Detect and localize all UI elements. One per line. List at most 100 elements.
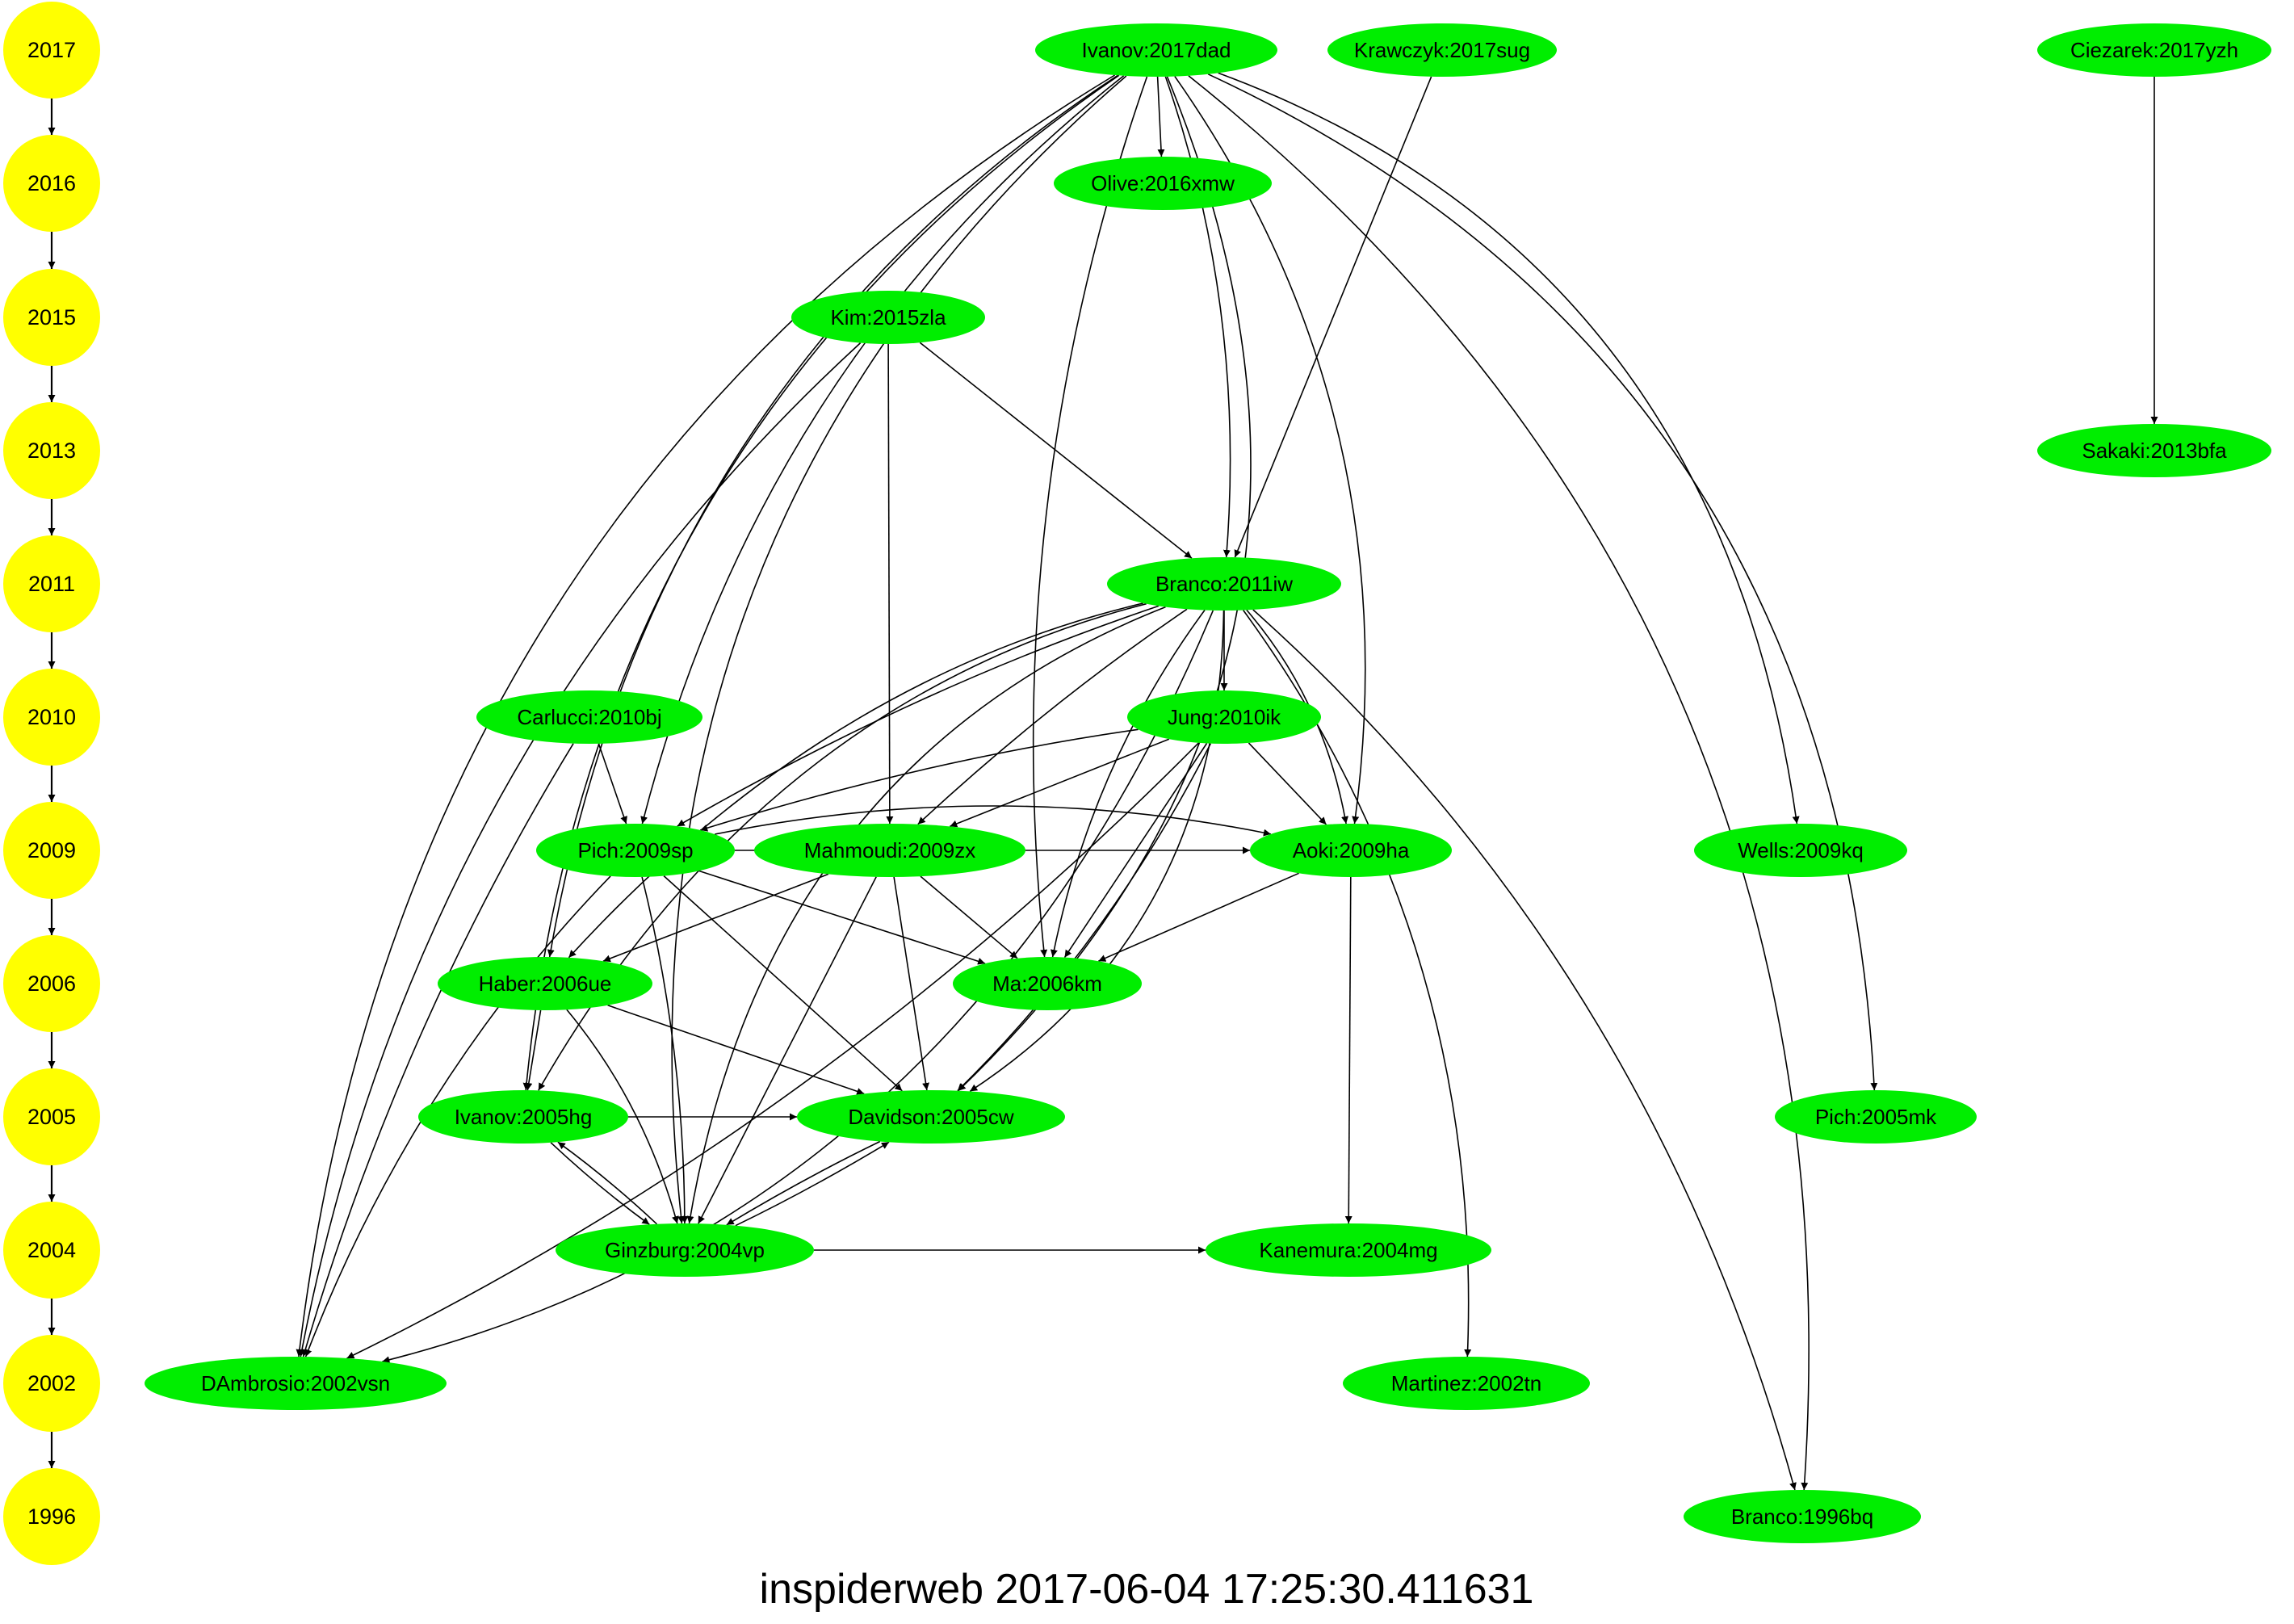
paper-label: Branco:1996bq bbox=[1731, 1504, 1873, 1529]
year-label: 2010 bbox=[27, 705, 76, 729]
citation-edge bbox=[893, 876, 929, 1091]
paper-node-olive2016: Olive:2016xmw bbox=[1054, 157, 1272, 210]
year-label: 2004 bbox=[27, 1238, 76, 1262]
paper-ellipse bbox=[1206, 1223, 1491, 1277]
year-label: 2006 bbox=[27, 971, 76, 996]
paper-node-krawczyk2017: Krawczyk:2017sug bbox=[1327, 23, 1557, 77]
paper-label: Pich:2009sp bbox=[577, 838, 693, 862]
year-circle bbox=[3, 669, 100, 766]
year-node-2013: 2013 bbox=[3, 402, 100, 499]
citation-edge bbox=[304, 875, 611, 1358]
citation-edge bbox=[698, 876, 877, 1224]
paper-ellipse bbox=[1035, 23, 1277, 77]
paper-label: DAmbrosio:2002vsn bbox=[201, 1371, 390, 1395]
year-node-2009: 2009 bbox=[3, 802, 100, 899]
paper-ellipse bbox=[791, 291, 985, 344]
citation-edge bbox=[346, 742, 1200, 1359]
paper-ellipse bbox=[1327, 23, 1557, 77]
year-label: 2005 bbox=[27, 1105, 76, 1129]
year-circle bbox=[3, 1068, 100, 1165]
year-node-2010: 2010 bbox=[3, 669, 100, 766]
citation-edge bbox=[886, 343, 894, 825]
paper-ellipse bbox=[2037, 23, 2271, 77]
paper-node-martinez2002: Martinez:2002tn bbox=[1343, 1357, 1590, 1410]
paper-label: Martinez:2002tn bbox=[1391, 1371, 1541, 1395]
citation-edge bbox=[957, 743, 1212, 1092]
paper-ellipse bbox=[438, 957, 652, 1010]
year-label: 2009 bbox=[27, 838, 76, 862]
year-circle bbox=[3, 269, 100, 366]
citation-edge bbox=[607, 1005, 865, 1095]
citation-edge bbox=[525, 1009, 542, 1091]
paper-node-ciezarek2017: Ciezarek:2017yzh bbox=[2037, 23, 2271, 77]
paper-node-branco1996: Branco:1996bq bbox=[1684, 1490, 1921, 1543]
paper-ellipse bbox=[1694, 824, 1907, 877]
citation-edge bbox=[677, 605, 1160, 827]
citation-edge bbox=[698, 870, 986, 965]
citation-edge bbox=[557, 1141, 658, 1225]
paper-node-wells2009: Wells:2009kq bbox=[1694, 824, 1907, 877]
year-node-1996: 1996 bbox=[3, 1468, 100, 1565]
year-circle bbox=[3, 1468, 100, 1565]
year-label: 1996 bbox=[27, 1504, 76, 1529]
citation-edge bbox=[522, 74, 1120, 1091]
year-node-2002: 2002 bbox=[3, 1335, 100, 1432]
paper-ellipse bbox=[1775, 1090, 1977, 1144]
paper-ellipse bbox=[1250, 824, 1452, 877]
paper-node-mahmoudi2009: Mahmoudi:2009zx bbox=[754, 824, 1025, 877]
year-timeline: 2017201620152013201120102009200620052004… bbox=[3, 2, 100, 1565]
year-node-2016: 2016 bbox=[3, 135, 100, 232]
paper-ellipse bbox=[1684, 1490, 1921, 1543]
year-node-2017: 2017 bbox=[3, 2, 100, 99]
year-label: 2013 bbox=[27, 439, 76, 463]
citation-edge bbox=[950, 738, 1170, 828]
paper-label: Ivanov:2005hg bbox=[455, 1105, 593, 1129]
citation-edge bbox=[699, 728, 1139, 832]
paper-label: Olive:2016xmw bbox=[1091, 171, 1235, 195]
citation-edge bbox=[547, 74, 1118, 958]
paper-label: Aoki:2009ha bbox=[1293, 838, 1410, 862]
paper-ellipse bbox=[418, 1090, 628, 1144]
citation-edge bbox=[296, 74, 1116, 1358]
citation-edge bbox=[714, 805, 1272, 837]
citation-edge bbox=[920, 875, 1018, 959]
citation-edge bbox=[1207, 73, 1878, 1091]
paper-ellipse bbox=[476, 690, 702, 744]
paper-ellipse bbox=[1127, 690, 1321, 744]
paper-node-carlucci2010: Carlucci:2010bj bbox=[476, 690, 702, 744]
paper-label: Wells:2009kq bbox=[1738, 838, 1864, 862]
paper-nodes: Ivanov:2017dad Krawczyk:2017sug Ciezarek:2… bbox=[145, 23, 2271, 1543]
paper-node-pich2009: Pich:2009sp bbox=[536, 824, 735, 877]
citation-edge bbox=[671, 75, 1127, 1224]
paper-ellipse bbox=[556, 1223, 814, 1277]
paper-label: Ginzburg:2004vp bbox=[605, 1238, 765, 1262]
paper-label: Ivanov:2017dad bbox=[1081, 38, 1231, 62]
citation-edge bbox=[640, 75, 1125, 825]
paper-node-ginzburg2004: Ginzburg:2004vp bbox=[556, 1223, 814, 1277]
citation-edge bbox=[1156, 76, 1165, 157]
paper-ellipse bbox=[953, 957, 1142, 1010]
paper-node-kim2015: Kim:2015zla bbox=[791, 291, 985, 344]
citation-edge bbox=[602, 873, 829, 963]
citation-edge bbox=[1218, 72, 1800, 825]
year-circle bbox=[3, 1202, 100, 1299]
citation-edge bbox=[566, 1009, 679, 1224]
citation-edge bbox=[735, 1141, 890, 1227]
citation-edge bbox=[641, 876, 689, 1224]
paper-label: Sakaki:2013bfa bbox=[2082, 439, 2227, 463]
paper-ellipse bbox=[536, 824, 735, 877]
citation-edge bbox=[726, 1140, 881, 1226]
paper-node-ivanov2005: Ivanov:2005hg bbox=[418, 1090, 628, 1144]
paper-label: Carlucci:2010bj bbox=[517, 705, 661, 729]
graph-caption: inspiderweb 2017-06-04 17:25:30.411631 bbox=[760, 1566, 1534, 1613]
paper-label: Haber:2006ue bbox=[479, 971, 612, 996]
citation-edge bbox=[1050, 610, 1206, 958]
citation-edge bbox=[1164, 76, 1231, 558]
paper-node-dambrosio2002: DAmbrosio:2002vsn bbox=[145, 1357, 447, 1410]
paper-ellipse bbox=[1343, 1357, 1590, 1410]
paper-label: Pich:2005mk bbox=[1815, 1105, 1937, 1129]
year-circle bbox=[3, 2, 100, 99]
paper-ellipse bbox=[2037, 424, 2271, 477]
paper-label: Kim:2015zla bbox=[830, 305, 946, 329]
